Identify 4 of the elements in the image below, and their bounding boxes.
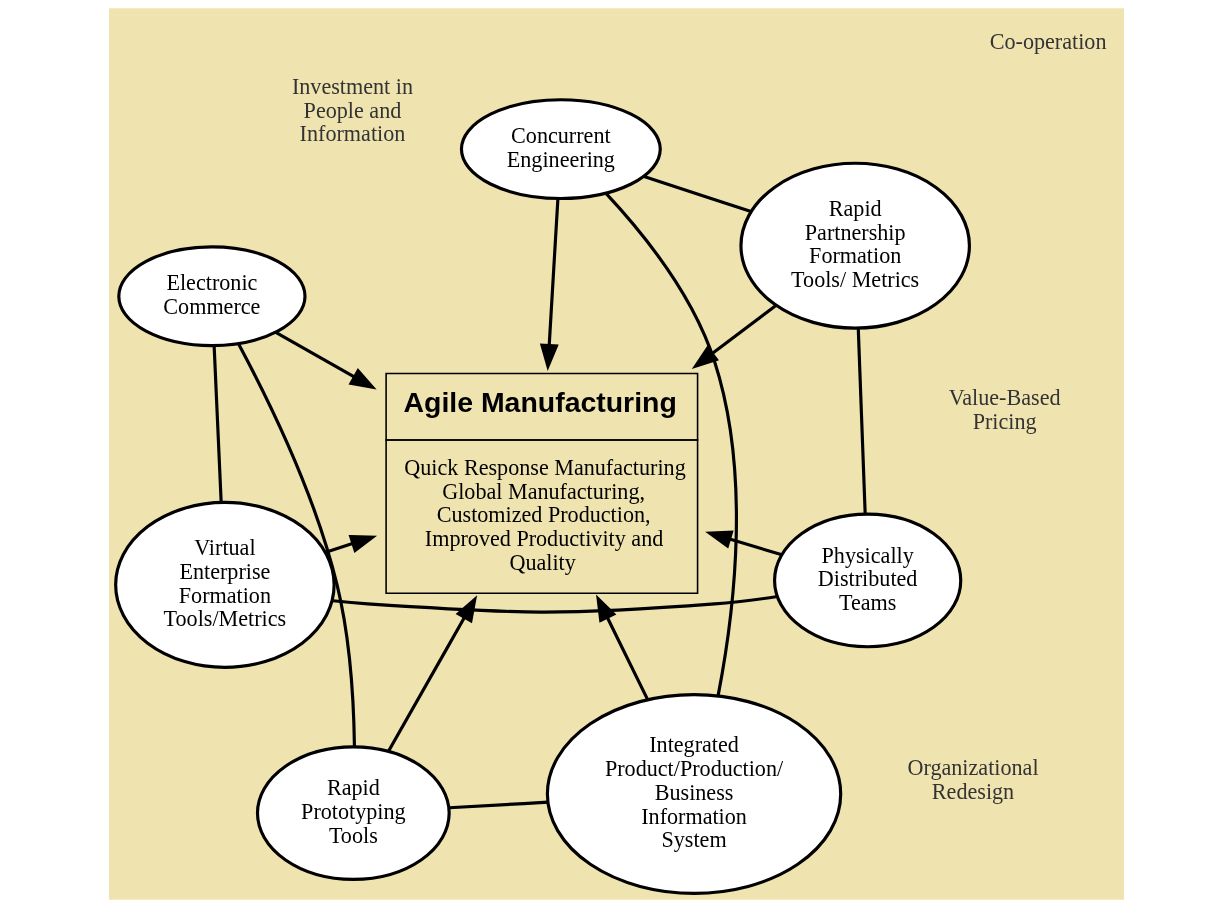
label: Co-operation — [989, 28, 1106, 54]
label: Value-Based Pricing — [948, 385, 1061, 435]
label: Organizational Redesign — [906, 755, 1039, 804]
label: Investment in People and Information — [291, 73, 413, 147]
